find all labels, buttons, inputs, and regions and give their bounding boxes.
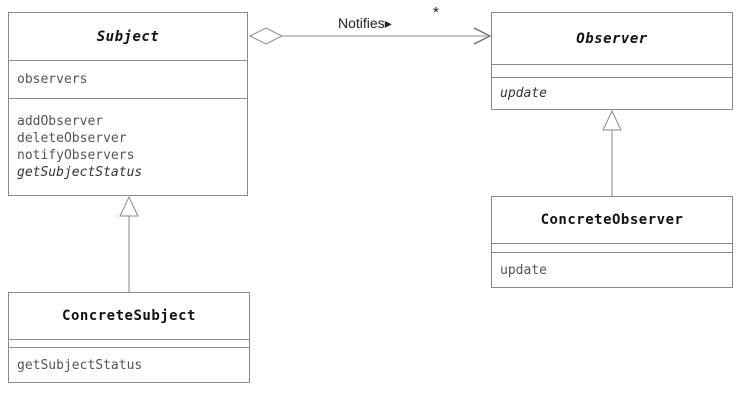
- class-name-compartment-concrete-subject: ConcreteSubject: [9, 293, 249, 339]
- association-direction-marker: ▸: [384, 15, 392, 31]
- class-name-compartment-concrete-observer: ConcreteObserver: [492, 197, 732, 243]
- association-label-text: Notifies: [338, 15, 385, 31]
- class-attributes-compartment-observer: [492, 64, 732, 77]
- class-name-concrete-observer: ConcreteObserver: [540, 212, 684, 228]
- class-name-compartment-observer: Observer: [492, 13, 732, 64]
- relationship-concrete-observer-generalization: [602, 109, 622, 196]
- operation-item: addObserver: [17, 114, 104, 129]
- class-name-subject: Subject: [96, 28, 160, 45]
- class-box-subject[interactable]: Subject observers addObserver deleteObse…: [8, 12, 248, 196]
- class-box-observer[interactable]: Observer update: [491, 12, 733, 110]
- operation-item: notifyObservers: [17, 148, 135, 163]
- open-arrowhead-icon: [473, 27, 492, 45]
- class-attributes-compartment-concrete-subject: [9, 339, 249, 347]
- attribute-item: observers: [17, 72, 88, 87]
- class-attributes-compartment-concrete-observer: [492, 243, 732, 252]
- class-operations-compartment-subject: addObserver deleteObserver notifyObserve…: [9, 98, 247, 195]
- operation-item: update: [500, 86, 547, 101]
- class-box-concrete-subject[interactable]: ConcreteSubject getSubjectStatus: [8, 292, 250, 383]
- association-multiplicity-target: *: [433, 4, 439, 21]
- association-label-notifies: Notifies▸: [338, 15, 392, 32]
- operation-item: update: [500, 262, 547, 278]
- class-operations-compartment-observer: update: [492, 77, 732, 109]
- operation-item: getSubjectStatus: [17, 357, 143, 373]
- aggregation-diamond-icon: [248, 27, 284, 45]
- hollow-triangle-icon-left: [119, 195, 139, 217]
- class-operations-compartment-concrete-observer: update: [492, 252, 732, 287]
- class-name-concrete-subject: ConcreteSubject: [62, 308, 196, 324]
- class-operations-compartment-concrete-subject: getSubjectStatus: [9, 347, 249, 382]
- class-attributes-compartment-subject: observers: [9, 60, 247, 98]
- operation-item: deleteObserver: [17, 131, 127, 146]
- class-name-compartment-subject: Subject: [9, 13, 247, 60]
- operation-item: getSubjectStatus: [17, 165, 143, 180]
- class-box-concrete-observer[interactable]: ConcreteObserver update: [491, 196, 733, 288]
- relationship-concrete-subject-generalization: [119, 195, 139, 292]
- hollow-triangle-icon-right: [602, 109, 622, 131]
- class-name-observer: Observer: [576, 30, 648, 47]
